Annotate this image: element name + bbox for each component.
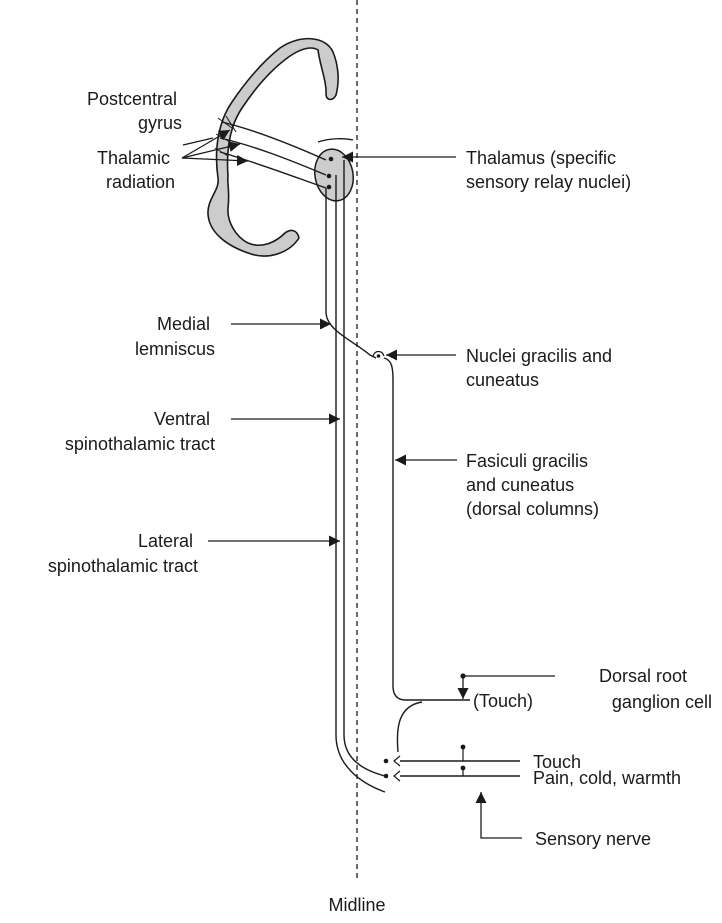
pain-root-dot (461, 766, 466, 771)
thalamus-nucleus (311, 146, 357, 204)
thalamus-synapse-dot (327, 174, 332, 179)
dorsal-column-fiber (384, 358, 470, 700)
lateral-spinothalamic-label: Lateral spinothalamic tract (48, 531, 198, 576)
thalamus-synapse-dot (329, 157, 334, 162)
sensory-nerve-pointer (481, 792, 522, 838)
thalamus-top-contour (318, 139, 353, 142)
dorsal-root-ganglion-label: Dorsal root ganglion cell (599, 666, 712, 712)
nuclei-gracilis-label: Nuclei gracilis and cuneatus (466, 346, 617, 390)
medial-lemniscus-label: Medial lemniscus (135, 314, 215, 359)
touch-branch-label: (Touch) (473, 691, 533, 711)
thalamic-radiation-arrow-3 (182, 158, 248, 161)
pain-synapse-chevron (394, 771, 400, 781)
nuclei-gracilis-dot (377, 354, 381, 358)
touch-terminal-dot (384, 759, 389, 764)
thalamus-synapse-dot (327, 185, 332, 190)
lateral-spinothalamic-fiber (344, 160, 385, 776)
fasciculi-label: Fasiculi gracilis and cuneatus (dorsal c… (466, 451, 599, 519)
touch-collateral-branch (397, 702, 422, 752)
midline-label: Midline (328, 895, 385, 915)
thalamus-label: Thalamus (specific sensory relay nuclei) (466, 148, 631, 192)
medial-lemniscus-fiber (326, 188, 376, 358)
thalamic-radiation-label: Thalamic radiation (97, 148, 175, 192)
postcentral-gyrus-pointer (183, 138, 213, 145)
sensory-nerve-label: Sensory nerve (535, 829, 651, 849)
pain-cold-warmth-label: Pain, cold, warmth (533, 768, 681, 788)
postcentral-gyrus-label: Postcentral gyrus (87, 89, 182, 133)
ventral-spinothalamic-label: Ventral spinothalamic tract (65, 409, 215, 454)
pain-terminal-dot (384, 774, 389, 779)
thalamic-radiation-fiber-3 (220, 152, 326, 188)
touch-root-dot (461, 745, 466, 750)
touch-synapse-chevron (394, 756, 400, 766)
